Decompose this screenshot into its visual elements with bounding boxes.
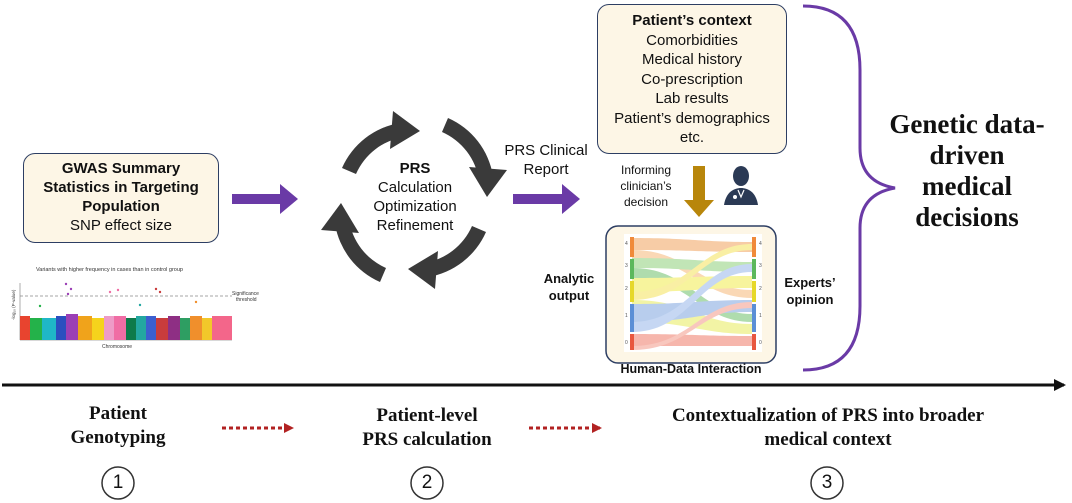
analytic-output-label: Analytic output — [536, 270, 602, 304]
arrow-gwas-to-prs — [232, 184, 298, 214]
gwas-summary-box: GWAS Summary Statistics in Targeting Pop… — [23, 153, 219, 243]
arrow-prs-to-report — [513, 184, 580, 214]
stage-1-line: Patient — [88, 403, 148, 424]
patient-context-item: etc. — [679, 129, 705, 146]
sankey-right-label: 3 — [759, 263, 762, 269]
informing-line: Informing — [620, 163, 672, 177]
sankey-left-label: 3 — [625, 263, 628, 269]
patient-context-item: Co-prescription — [641, 70, 743, 88]
prs-cycle-arrows — [321, 111, 507, 289]
patient-context-item: Medical history — [641, 51, 743, 68]
informing-label: Informing clinician’s decision — [610, 162, 682, 210]
prs-clinical-report-label: PRS Clinical Report — [494, 141, 598, 179]
prs-step: Calculation — [377, 179, 453, 196]
experts-opinion-line: opinion — [786, 292, 834, 307]
prs-report-line: PRS Clinical — [504, 142, 588, 159]
arrow-informing-down — [684, 166, 714, 217]
timeline-stage-1: Patient Genotyping — [38, 402, 198, 450]
manhattan-title: Variants with higher frequency in cases … — [36, 267, 183, 273]
patient-context-title: Patient’s context — [632, 12, 752, 29]
prs-step: Refinement — [376, 217, 454, 234]
decision-label: Genetic data- driven medical decisions — [862, 109, 1072, 233]
patient-context-item: Patient’s demographics — [614, 109, 770, 127]
gwas-title-line: GWAS Summary — [61, 160, 181, 177]
stage-number-1: 1 — [112, 472, 124, 493]
sankey-right-label: 2 — [759, 286, 762, 292]
patient-context-item: Lab results — [655, 90, 729, 107]
gwas-title-line: Population — [82, 198, 160, 215]
timeline-stage-3: Contextualization of PRS into broader me… — [607, 404, 1049, 452]
decision-line: driven — [929, 140, 1005, 170]
stage-1-line: Genotyping — [70, 427, 166, 448]
prs-report-line: Report — [523, 161, 569, 178]
experts-opinion-line: Experts’ — [784, 275, 836, 290]
manhattan-plot: Variants with higher frequency in cases … — [11, 267, 259, 350]
decision-line: decisions — [915, 202, 1019, 232]
sankey-right-label: 0 — [759, 340, 762, 346]
decision-line: Genetic data- — [889, 109, 1045, 139]
patient-context-box: Patient’s context Comorbidities Medical … — [597, 4, 787, 154]
prs-title: PRS — [399, 160, 431, 177]
analytic-output-line: output — [548, 288, 590, 303]
manhattan-threshold-label: threshold — [236, 297, 257, 303]
doctor-icon — [724, 166, 758, 205]
sankey-panel: 4 3 2 1 0 4 3 2 1 0 — [605, 225, 777, 364]
stage-2-line: Patient-level — [376, 405, 478, 426]
prs-step: Optimization — [373, 198, 457, 215]
gwas-title-line: Statistics in Targeting — [43, 179, 199, 196]
hdi-caption: Human-Data Interaction — [620, 362, 762, 376]
experts-opinion-label: Experts’ opinion — [778, 274, 842, 308]
sankey-left-label: 0 — [625, 340, 628, 346]
manhattan-threshold-label: Significance — [232, 291, 259, 297]
patient-context-item: Comorbidities — [646, 31, 738, 49]
sankey-right-label: 4 — [759, 241, 762, 247]
stage-number-3: 3 — [821, 472, 833, 493]
prs-cycle-text: PRS Calculation Optimization Refinement — [355, 159, 475, 235]
sankey-left-label: 2 — [625, 286, 628, 292]
informing-line: clinician’s — [620, 179, 672, 193]
stage-2-line: PRS calculation — [362, 429, 492, 450]
stage-3-line: medical context — [764, 429, 892, 450]
manhattan-y-label: -log₁₀ (P-value) — [11, 289, 16, 320]
analytic-output-line: Analytic — [543, 271, 595, 286]
sankey-right-label: 1 — [759, 313, 762, 319]
timeline-circles — [101, 466, 844, 500]
decision-line: medical — [922, 171, 1012, 201]
decision-brace — [802, 4, 896, 372]
gwas-subtitle: SNP effect size — [70, 217, 172, 234]
sankey-flows — [632, 238, 752, 350]
sankey-left-label: 4 — [625, 241, 628, 247]
timeline-stage-2: Patient-level PRS calculation — [327, 404, 527, 452]
stage-number-2: 2 — [421, 472, 433, 493]
manhattan-bars — [20, 314, 232, 340]
manhattan-points — [38, 282, 198, 308]
stage-3-line: Contextualization of PRS into broader — [671, 405, 985, 426]
informing-line: decision — [623, 195, 669, 209]
sankey-left-label: 1 — [625, 313, 628, 319]
manhattan-x-label: Chromosome — [102, 344, 132, 350]
sankey-nodes — [630, 237, 756, 350]
